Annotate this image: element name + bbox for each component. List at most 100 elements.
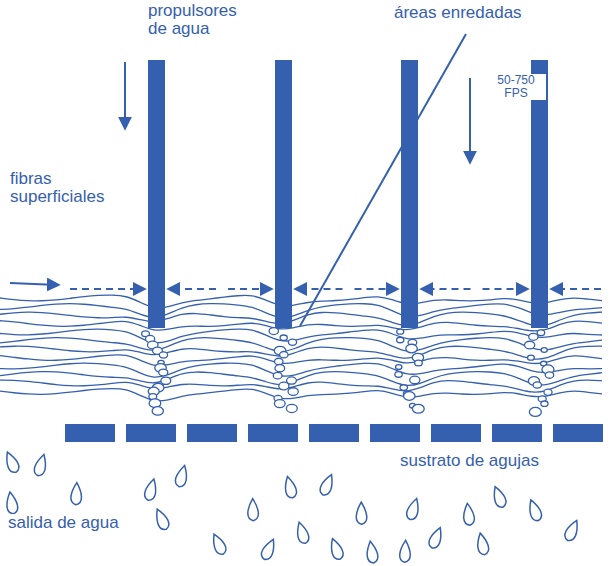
surface-arrow <box>483 288 528 290</box>
fiber-strand <box>0 372 602 386</box>
water-jet <box>531 60 548 328</box>
water-drop <box>5 491 19 514</box>
fiber-knot <box>541 401 548 406</box>
fiber-strand <box>0 338 602 352</box>
substrate-bar <box>370 424 420 442</box>
water-drop <box>318 473 336 497</box>
fiber-knot <box>397 329 404 334</box>
surface-arrow <box>355 288 398 290</box>
water-drop <box>475 532 490 556</box>
fiber-strand <box>0 355 602 366</box>
substrate-bar <box>187 424 237 442</box>
part-label: 50-750 FPS <box>486 74 546 100</box>
part-label: salida de agua <box>6 514 121 532</box>
water-drop <box>356 502 367 524</box>
fiber-knot <box>533 382 541 388</box>
water-drop <box>209 532 228 556</box>
water-drop <box>247 499 258 521</box>
surface-arrow <box>70 288 144 290</box>
substrate-bar <box>65 424 115 442</box>
fiber-knot <box>275 364 285 371</box>
water-drop <box>328 537 345 561</box>
fiber-web <box>0 289 602 401</box>
fiber-knot <box>161 377 171 384</box>
fiber-knot <box>280 335 287 340</box>
fiber-knot <box>415 360 423 366</box>
substrate-bar <box>126 424 176 442</box>
fiber-knot <box>397 337 404 342</box>
fiber-knot <box>404 392 415 401</box>
water-drops <box>3 450 582 564</box>
water-drop <box>282 475 298 499</box>
jet-flow-arrow <box>469 78 471 162</box>
fiber-knot <box>396 365 402 370</box>
water-drop <box>399 540 410 562</box>
water-drop <box>174 464 190 488</box>
substrate-bar <box>248 424 298 442</box>
water-drop <box>33 453 49 477</box>
fiber-knot <box>544 389 552 395</box>
surface-arrow <box>169 288 216 290</box>
water-jet <box>401 60 418 328</box>
fiber-arrow <box>10 283 58 285</box>
substrate-bar <box>492 424 542 442</box>
fiber-knot <box>406 344 418 353</box>
fiber-knot <box>274 400 285 408</box>
fiber-knot <box>410 376 420 384</box>
fiber-knot <box>529 333 538 340</box>
water-drop <box>259 537 278 561</box>
part-label: áreas enredadas <box>392 4 524 22</box>
fiber-knot <box>412 404 424 413</box>
fiber-knot <box>541 348 547 353</box>
fiber-knot <box>528 355 535 360</box>
fiber-knot <box>269 328 278 335</box>
fiber-knot <box>288 339 296 345</box>
fiber-knot <box>159 369 168 376</box>
fiber-knot <box>545 372 554 378</box>
fiber-knot <box>537 330 545 336</box>
water-drop <box>365 540 379 563</box>
part-label: propulsores de agua <box>146 2 262 39</box>
water-drop <box>405 497 422 521</box>
surface-arrow <box>228 288 271 290</box>
fiber-knot <box>400 385 407 391</box>
fiber-knot <box>274 358 283 364</box>
part-label: fibras superficiales <box>8 170 124 207</box>
fiber-knot <box>279 382 289 390</box>
water-drop <box>152 507 171 531</box>
water-drop <box>490 485 508 509</box>
substrate-bar <box>309 424 359 442</box>
water-drop <box>143 478 159 502</box>
fiber-knot <box>152 407 163 415</box>
water-jets <box>148 60 548 328</box>
water-drop <box>526 498 543 522</box>
water-drop <box>427 526 445 550</box>
entangled-areas <box>142 328 554 417</box>
fiber-knot <box>280 351 288 357</box>
surface-arrow <box>552 288 601 290</box>
water-drop <box>3 450 21 474</box>
surface-arrow <box>296 288 343 290</box>
water-drop <box>462 503 475 526</box>
water-drop <box>71 482 83 504</box>
part-label: sustrato de agujas <box>398 452 541 470</box>
fiber-knot <box>288 388 298 396</box>
fiber-knot <box>159 352 167 358</box>
leader-line <box>300 34 466 326</box>
fiber-strand <box>0 389 602 401</box>
jet-flow-arrow <box>124 62 126 128</box>
fiber-knot <box>395 372 402 378</box>
fiber-strand <box>0 304 602 318</box>
water-jet <box>148 60 165 328</box>
fiber-knot <box>286 404 297 412</box>
water-jet <box>275 60 292 328</box>
fiber-knot <box>273 372 282 379</box>
surface-arrow <box>422 288 471 290</box>
needle-substrate <box>65 424 603 442</box>
substrate-bar <box>553 424 603 442</box>
fiber-knot <box>525 341 535 349</box>
substrate-bar <box>431 424 481 442</box>
water-drop <box>563 518 582 542</box>
water-drop <box>294 521 310 545</box>
